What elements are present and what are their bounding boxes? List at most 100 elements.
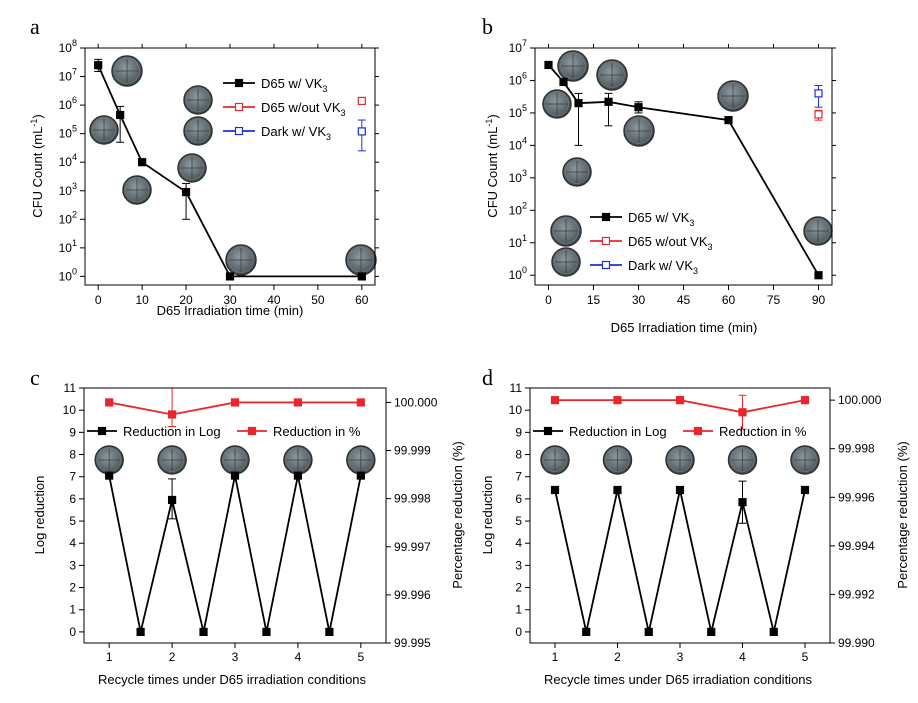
b-plate-photo (717, 80, 749, 112)
c-ytick-left-label: 8 (69, 448, 76, 462)
a-data-point (357, 127, 366, 136)
a-data-point (116, 110, 125, 120)
d-log-point (613, 485, 622, 495)
c-ytick-left-label: 9 (69, 425, 76, 439)
d-plate-photo (602, 445, 633, 475)
d-log-point (707, 627, 716, 637)
b-plate-photo (803, 216, 833, 246)
c-ytick-left-label: 10 (63, 403, 77, 417)
c-log-line (108, 475, 362, 633)
d-ytick-left-label: 0 (515, 625, 522, 639)
c-ytick-right-label: 99.998 (394, 492, 431, 506)
b-data-point (814, 271, 823, 280)
a-plate-photo (183, 116, 213, 146)
c-log-point (262, 627, 271, 637)
a-plate-photo (177, 153, 207, 183)
c-ytick-right-label: 99.999 (394, 444, 431, 458)
b-legend-marker (601, 212, 611, 222)
b-plate-photo (623, 115, 655, 147)
a-ytick-label: 105 (59, 124, 77, 141)
a-legend-label: D65 w/ VK3 (261, 76, 327, 94)
b-plate-photo (562, 157, 592, 187)
b-xtick-label: 0 (545, 293, 552, 307)
d-ytick-left-label: 9 (515, 425, 522, 439)
panel-d-ylabel-left: Log reduction (480, 476, 495, 555)
c-legend-marker (97, 426, 107, 436)
c-legend-label: Reduction in Log (123, 424, 221, 439)
d-xtick-label: 4 (739, 650, 746, 664)
d-log-line (554, 489, 806, 633)
c-ytick-left-label: 7 (69, 470, 76, 484)
a-xtick-label: 0 (95, 293, 102, 307)
c-plate-photo (94, 445, 124, 475)
a-data-point (357, 272, 366, 281)
b-data-point (634, 103, 643, 112)
a-data-point (138, 158, 147, 167)
b-xtick-label: 45 (677, 293, 691, 307)
d-xtick-label: 1 (552, 650, 559, 664)
d-plate-photo (727, 445, 758, 475)
d-ytick-right-label: 99.996 (838, 490, 875, 504)
d-ytick-right-label: 99.998 (838, 442, 875, 456)
b-legend-marker (601, 260, 611, 270)
b-ytick-label: 107 (509, 38, 527, 55)
b-plate-photo (551, 247, 581, 277)
c-ytick-left-label: 0 (69, 625, 76, 639)
b-xtick-label: 90 (812, 293, 826, 307)
c-log-point (230, 471, 240, 480)
a-legend-marker (234, 102, 244, 112)
panel-a-plates (89, 55, 377, 276)
b-data-point (814, 110, 823, 119)
c-log-point (199, 627, 208, 637)
c-log-point (167, 495, 177, 505)
c-plate-photo (220, 445, 250, 475)
a-data-point (225, 272, 235, 281)
panel-a-xlabel: D65 Irradiation time (min) (157, 303, 304, 318)
c-log-point (105, 471, 114, 480)
c-ytick-left-label: 5 (69, 514, 76, 528)
b-ytick-label: 103 (509, 168, 527, 185)
b-plate-photo (542, 89, 572, 119)
d-ytick-left-label: 10 (509, 403, 523, 417)
b-xtick-label: 30 (632, 293, 646, 307)
panel-c-legend: Reduction in Log Reduction in % (87, 424, 361, 439)
d-plate-photo (540, 445, 570, 475)
c-xtick-label: 4 (295, 650, 302, 664)
c-legend-label: Reduction in % (273, 424, 361, 439)
panel-label-a: a (30, 14, 40, 39)
panel-c-ylabel-left: Log reduction (32, 476, 47, 555)
panel-c-ylabel-right: Percentage reduction (%) (450, 441, 465, 588)
panel-label-b: b (482, 14, 493, 39)
d-legend-marker (693, 426, 703, 436)
b-ytick-label: 101 (509, 233, 527, 250)
a-ytick-label: 100 (59, 266, 77, 283)
b-data-point (604, 97, 613, 106)
b-ytick-label: 102 (509, 200, 527, 217)
panel-b-marks (544, 60, 823, 280)
c-log-point (325, 627, 334, 637)
panel-c-xlabel: Recycle times under D65 irradiation cond… (98, 672, 367, 687)
b-legend-label: D65 w/ VK3 (628, 210, 694, 228)
a-ytick-label: 101 (59, 238, 77, 255)
b-plate-photo (550, 215, 582, 247)
d-xtick-label: 3 (677, 650, 684, 664)
b-data-point (814, 89, 823, 98)
a-series-line (97, 64, 362, 278)
c-pct-error-bar (168, 387, 177, 427)
panel-d-marks (550, 394, 810, 637)
d-ytick-left-label: 6 (515, 492, 522, 506)
d-log-point (644, 627, 653, 637)
a-xtick-label: 50 (311, 293, 325, 307)
panel-label-d: d (482, 365, 493, 390)
panel-d-plates (540, 445, 820, 475)
a-plate-photo (345, 244, 377, 276)
b-xtick-label: 75 (767, 293, 781, 307)
a-legend-label: Dark w/ VK3 (261, 124, 331, 142)
a-ytick-label: 106 (59, 95, 77, 112)
b-data-point (544, 60, 553, 70)
d-log-point (738, 498, 747, 507)
